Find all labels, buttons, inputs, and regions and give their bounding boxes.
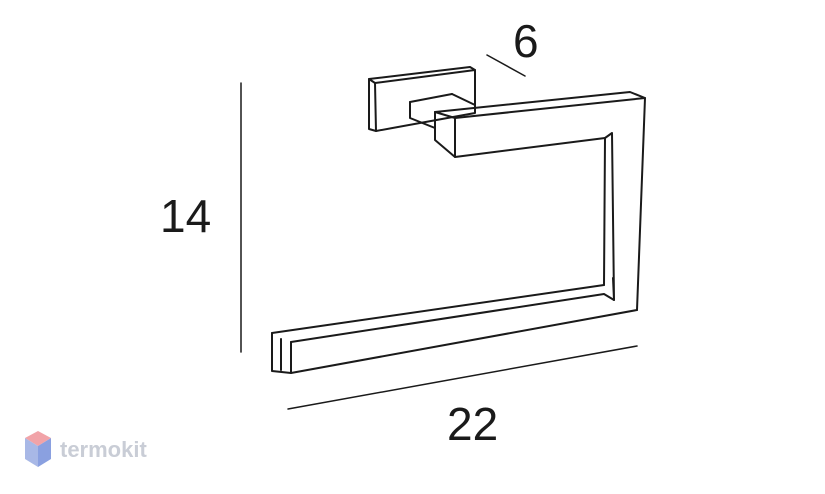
towel-ring-frame [271, 91, 646, 374]
termokit-logo: termokit [25, 431, 147, 467]
depth-dimension-line [486, 54, 526, 77]
height-label: 14 [160, 190, 211, 242]
brand-name: termokit [60, 437, 147, 462]
cube-logo-icon [25, 431, 51, 467]
depth-label: 6 [513, 15, 539, 67]
width-label: 22 [447, 398, 498, 450]
wall-mount-plate [368, 66, 476, 132]
width-dimension-line [287, 345, 638, 410]
